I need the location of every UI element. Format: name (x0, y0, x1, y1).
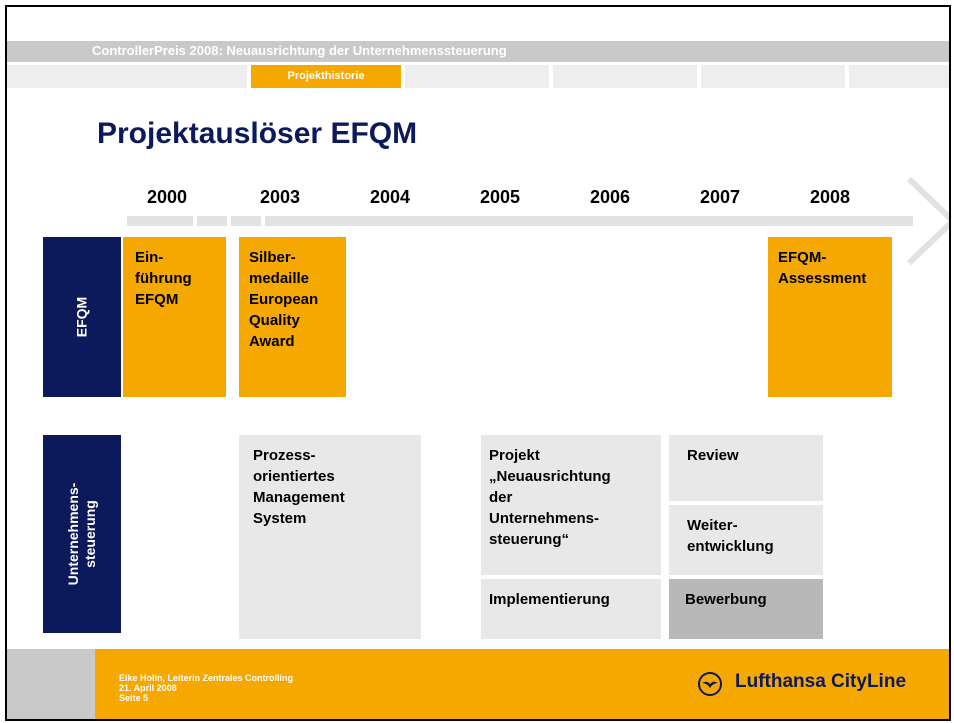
box-line: System (253, 510, 307, 527)
box-efqm-assessment: EFQM- Assessment (768, 237, 892, 397)
box-line: steuerung“ (489, 531, 570, 548)
footer-left-block (7, 649, 95, 719)
steuerung-row-label: Unternehmens- steuerung (43, 435, 121, 633)
steuerung-label: Unternehmens- steuerung (65, 483, 99, 586)
nav-tab-1 (7, 65, 247, 88)
footer-date: 21. April 2008 (119, 683, 177, 693)
year-2006: 2006 (589, 187, 631, 207)
nav-tab-3 (405, 65, 549, 88)
box-line: EFQM- (778, 249, 827, 266)
box-implementierung: Implementierung (481, 579, 661, 639)
box-review: Review (669, 435, 823, 501)
box-line: der (489, 489, 513, 506)
header-title: ControllerPreis 2008: Neuausrichtung der… (92, 43, 507, 58)
efqm-label: EFQM (73, 296, 90, 338)
timeline-arrow (127, 176, 949, 266)
footer-author: Eike Holin, Leiterin Zentrales Controlli… (119, 673, 294, 683)
footer-page: Seite 5 (119, 693, 149, 703)
box-line: Silber- (249, 249, 296, 266)
box-line: Implementierung (489, 591, 610, 608)
box-line: Ein- (135, 249, 164, 266)
footer-bar (7, 649, 949, 719)
header-bar (7, 41, 949, 62)
box-einfuehrung-efqm: Ein- führung EFQM (123, 237, 226, 397)
box-line: Management (253, 489, 345, 506)
box-prozessorientiertes-ms: Prozess- orientiertes Management System (239, 435, 421, 639)
box-line: entwicklung (687, 538, 774, 555)
box-line: Quality (249, 312, 300, 329)
steuerung-label-line1: Unternehmens- (65, 482, 81, 586)
box-weiterentwicklung: Weiter- entwicklung (669, 505, 823, 575)
nav-tab-projekthistorie: Projekthistorie (251, 65, 401, 88)
box-line: Weiter- (687, 517, 738, 534)
nav-tab-5 (701, 65, 845, 88)
box-line: Review (687, 447, 739, 464)
steuerung-label-line2: steuerung (82, 500, 98, 568)
box-line: Award (249, 333, 295, 350)
lufthansa-crane-logo-icon (698, 672, 722, 696)
year-2003: 2003 (259, 187, 301, 207)
efqm-row-label: EFQM (43, 237, 121, 397)
nav-tab-6 (849, 65, 949, 88)
box-line: EFQM (135, 291, 179, 308)
box-line: Bewerbung (685, 591, 767, 608)
box-line: Unternehmens- (489, 510, 600, 527)
box-bewerbung: Bewerbung (669, 579, 823, 639)
box-silbermedaille: Silber- medaille European Quality Award (239, 237, 346, 397)
year-2008: 2008 (809, 187, 851, 207)
year-2004: 2004 (369, 187, 411, 207)
year-2007: 2007 (699, 187, 741, 207)
year-2005: 2005 (479, 187, 521, 207)
box-line: medaille (249, 270, 310, 287)
slide-title: Projektauslöser EFQM (97, 117, 418, 150)
nav-tab-4 (553, 65, 697, 88)
box-line: European (249, 291, 319, 308)
box-line: Assessment (778, 270, 867, 287)
footer-logo-text: Lufthansa CityLine (735, 671, 907, 692)
box-projekt-neuausrichtung: Projekt „Neuausrichtung der Unternehmens… (481, 435, 661, 575)
nav-row: Projekthistorie (7, 65, 949, 88)
year-2000: 2000 (146, 187, 188, 207)
slide: ControllerPreis 2008: Neuausrichtung der… (5, 5, 951, 721)
box-line: Prozess- (253, 447, 316, 464)
box-line: Projekt (489, 447, 540, 464)
footer-info: Eike Holin, Leiterin Zentrales Controlli… (119, 673, 293, 703)
box-line: orientiertes (253, 468, 335, 485)
box-line: führung (135, 270, 192, 287)
box-line: „Neuausrichtung (489, 468, 611, 485)
